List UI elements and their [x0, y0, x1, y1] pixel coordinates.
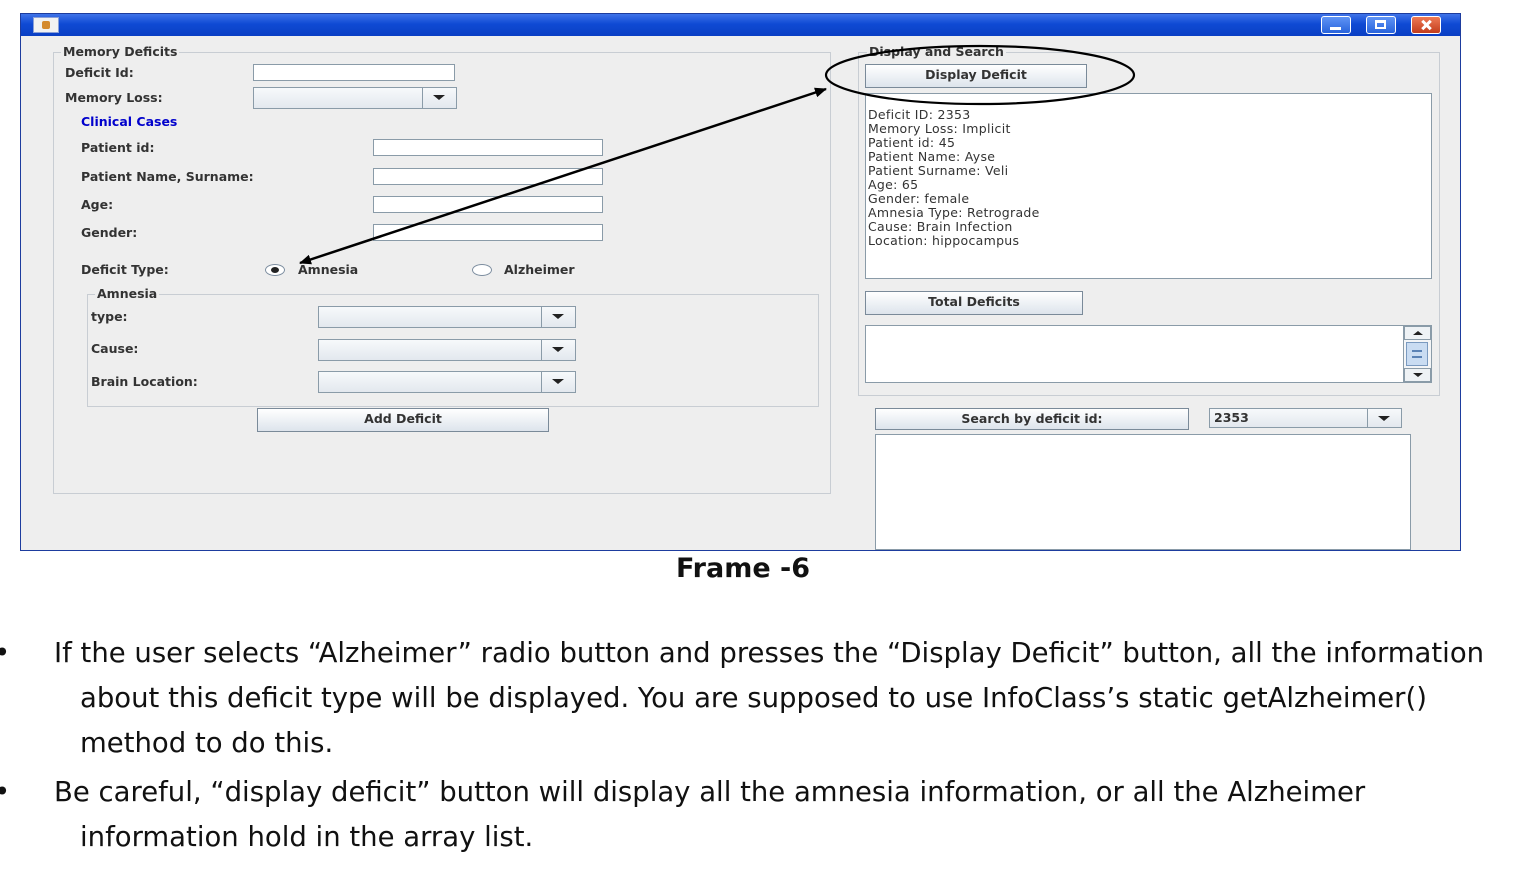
total-output-area[interactable]	[865, 325, 1432, 383]
cause-combo[interactable]	[318, 339, 576, 361]
memory-deficits-title: Memory Deficits	[61, 44, 180, 59]
output-line: Patient Name: Ayse	[868, 149, 996, 164]
deficit-id-field[interactable]	[253, 64, 455, 81]
display-output-area[interactable]: Deficit ID: 2353 Memory Loss: Implicit P…	[865, 93, 1432, 279]
bullet-item: • Be careful, “display deficit” button w…	[0, 770, 1500, 860]
total-deficits-button[interactable]: Total Deficits	[865, 291, 1083, 315]
memory-loss-combo[interactable]	[253, 87, 457, 109]
output-line: Age: 65	[868, 177, 919, 192]
output-line: Memory Loss: Implicit	[868, 121, 1011, 136]
close-button[interactable]	[1411, 16, 1441, 34]
search-id-combo[interactable]: 2353	[1209, 408, 1402, 428]
scroll-thumb[interactable]	[1406, 342, 1428, 366]
chevron-down-icon[interactable]	[422, 88, 456, 108]
maximize-button[interactable]	[1366, 16, 1396, 34]
output-line: Cause: Brain Infection	[868, 219, 1013, 234]
patient-name-field[interactable]	[373, 168, 603, 185]
bullet-item: • If the user selects “Alzheimer” radio …	[0, 631, 1500, 766]
java-app-icon	[33, 17, 59, 33]
scroll-down-icon[interactable]	[1404, 368, 1431, 382]
gender-label: Gender:	[81, 225, 138, 240]
alzheimer-radio-label[interactable]: Alzheimer	[504, 262, 575, 277]
amnesia-radio-label[interactable]: Amnesia	[298, 262, 359, 277]
amnesia-radio[interactable]	[265, 264, 285, 276]
bullet-text: Be careful, “display deficit” button wil…	[54, 776, 1366, 853]
output-line: Patient Surname: Veli	[868, 163, 1009, 178]
chevron-down-icon[interactable]	[541, 307, 575, 327]
search-by-id-button[interactable]: Search by deficit id:	[875, 408, 1189, 430]
age-field[interactable]	[373, 196, 603, 213]
output-line: Location: hippocampus	[868, 233, 1020, 248]
amnesia-group-title: Amnesia	[95, 286, 160, 301]
chevron-down-icon[interactable]	[541, 340, 575, 360]
memory-deficits-panel	[53, 52, 831, 494]
age-label: Age:	[81, 197, 114, 212]
figure-caption: Frame -6	[675, 553, 811, 584]
chevron-down-icon[interactable]	[541, 372, 575, 392]
chevron-down-icon[interactable]	[1367, 409, 1401, 427]
amnesia-type-combo[interactable]	[318, 306, 576, 328]
bullet-text: If the user selects “Alzheimer” radio bu…	[54, 637, 1485, 759]
patient-name-label: Patient Name, Surname:	[81, 169, 254, 184]
amnesia-group	[87, 294, 819, 407]
window-content: Memory Deficits Deficit Id: Memory Loss:…	[21, 36, 1460, 550]
output-line: Patient id: 45	[868, 135, 956, 150]
vertical-scrollbar[interactable]	[1403, 326, 1431, 382]
brain-location-label: Brain Location:	[91, 374, 198, 389]
amnesia-type-label: type:	[91, 309, 128, 324]
display-search-title: Display and Search	[867, 44, 1006, 59]
brain-location-combo[interactable]	[318, 371, 576, 393]
app-window: Memory Deficits Deficit Id: Memory Loss:…	[20, 13, 1461, 551]
alzheimer-radio[interactable]	[472, 264, 492, 276]
display-deficit-button[interactable]: Display Deficit	[865, 64, 1087, 88]
cause-label: Cause:	[91, 341, 139, 356]
patient-id-label: Patient id:	[81, 140, 155, 155]
output-line: Amnesia Type: Retrograde	[868, 205, 1040, 220]
patient-id-field[interactable]	[373, 139, 603, 156]
add-deficit-button[interactable]: Add Deficit	[257, 408, 549, 432]
search-result-area[interactable]	[875, 434, 1411, 550]
title-bar[interactable]	[21, 14, 1460, 36]
memory-loss-label: Memory Loss:	[65, 90, 163, 105]
scroll-up-icon[interactable]	[1404, 326, 1431, 340]
deficit-id-label: Deficit Id:	[65, 65, 134, 80]
output-line: Deficit ID: 2353	[868, 107, 971, 122]
display-search-panel	[858, 52, 1440, 396]
gender-field[interactable]	[373, 224, 603, 241]
deficit-type-label: Deficit Type:	[81, 262, 169, 277]
output-line: Gender: female	[868, 191, 970, 206]
search-id-value: 2353	[1214, 410, 1249, 425]
minimize-button[interactable]	[1321, 16, 1351, 34]
clinical-cases-label: Clinical Cases	[81, 114, 178, 129]
